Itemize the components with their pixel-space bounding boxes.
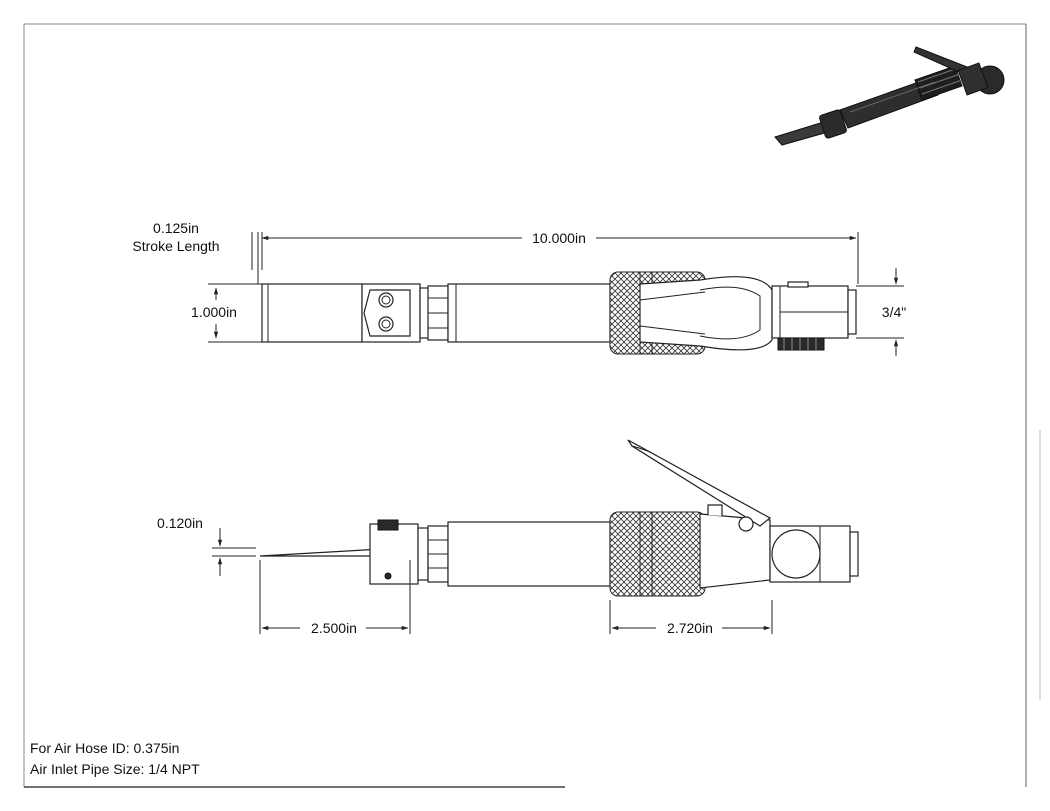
sheet-border: [23, 23, 1041, 788]
air-hose-note: For Air Hose ID: 0.375in: [30, 740, 180, 756]
overall-length-label: 10.000in: [532, 230, 586, 246]
blade-length-label: 2.500in: [311, 620, 357, 636]
top-height-label: 1.000in: [191, 304, 237, 320]
stroke-length-label: Stroke Length: [132, 238, 219, 254]
air-inlet-note: Air Inlet Pipe Size: 1/4 NPT: [30, 761, 200, 777]
inlet-size-label: 3/4": [882, 304, 906, 320]
dimension-lines: [208, 232, 904, 634]
air-chisel-isometric-icon: [774, 46, 1005, 146]
air-chisel-side-view-icon: [259, 439, 859, 597]
blade-thickness-label: 0.120in: [157, 515, 203, 531]
air-chisel-top-view-icon: [261, 271, 857, 355]
stroke-value-label: 0.125in: [153, 220, 199, 236]
handle-length-label: 2.720in: [667, 620, 713, 636]
